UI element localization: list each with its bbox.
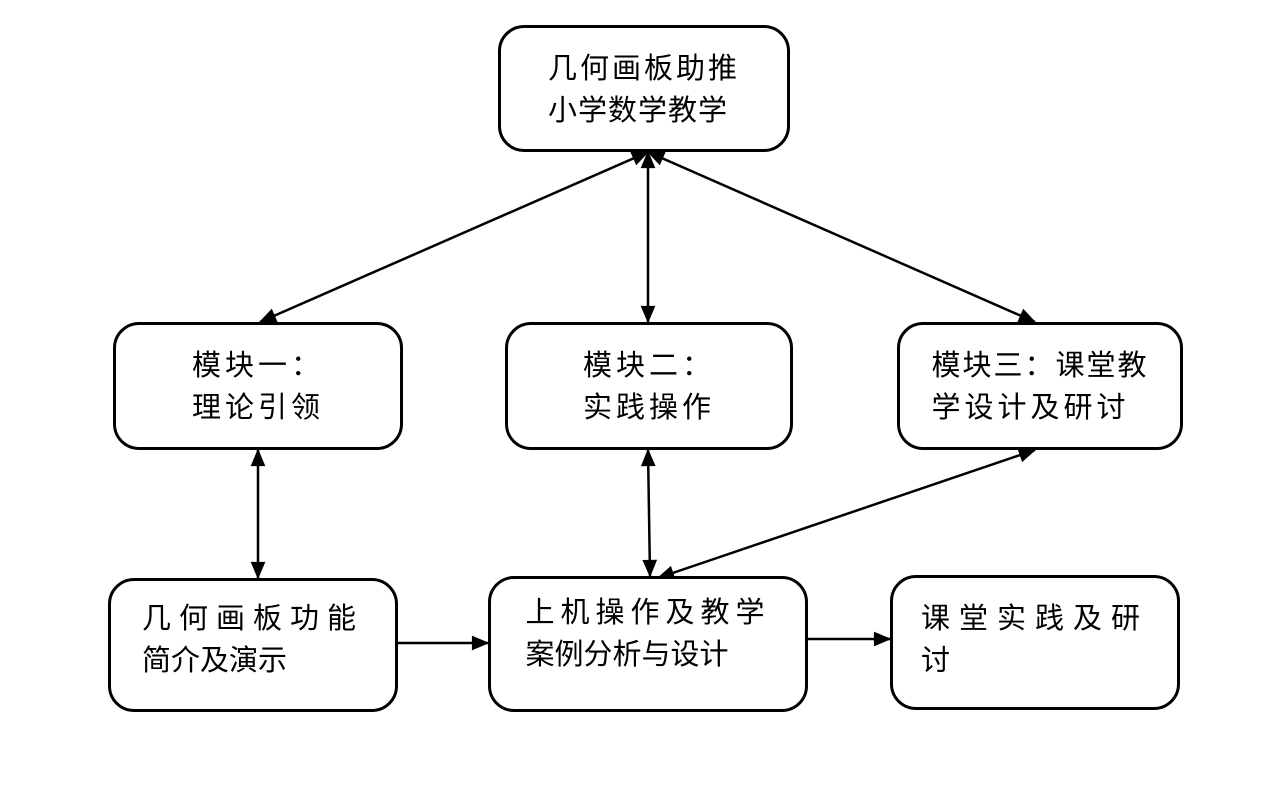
node-practice-line1: 上机操作及教学 [525, 595, 771, 629]
node-module3-line2: 学设计及研讨 [931, 390, 1130, 424]
node-module2: 模块二： 实践操作 [505, 322, 793, 450]
node-classroom-line2: 讨 [920, 642, 950, 677]
edge-root-module1 [258, 150, 650, 324]
node-module1-line1: 模块一： [191, 348, 324, 382]
node-module2-line2: 实践操作 [582, 390, 715, 424]
node-practice: 上机操作及教学 案例分析与设计 [488, 576, 808, 712]
edge-module2-practice [640, 448, 658, 578]
node-demo: 几何画板功能 简介及演示 [108, 578, 398, 712]
node-root-line2: 小学数学教学 [547, 92, 728, 127]
node-classroom-line1: 课堂实践及研 [920, 600, 1149, 635]
edge-module3-practice [656, 448, 1037, 580]
edge-root-module3 [646, 150, 1037, 324]
node-demo-line1: 几何画板功能 [141, 601, 364, 635]
node-demo-line2: 简介及演示 [141, 643, 287, 677]
node-module2-line1: 模块二： [582, 348, 715, 382]
node-classroom: 课堂实践及研 讨 [890, 575, 1180, 710]
node-root-line1: 几何画板助推 [547, 50, 740, 85]
node-module3-line1: 模块三：课堂教 [931, 348, 1149, 382]
node-practice-line2: 案例分析与设计 [525, 637, 729, 671]
node-root: 几何画板助推 小学数学教学 [498, 25, 790, 152]
node-module1-line2: 理论引领 [191, 390, 324, 424]
node-module3: 模块三：课堂教 学设计及研讨 [897, 322, 1183, 450]
node-module1: 模块一： 理论引领 [113, 322, 403, 450]
